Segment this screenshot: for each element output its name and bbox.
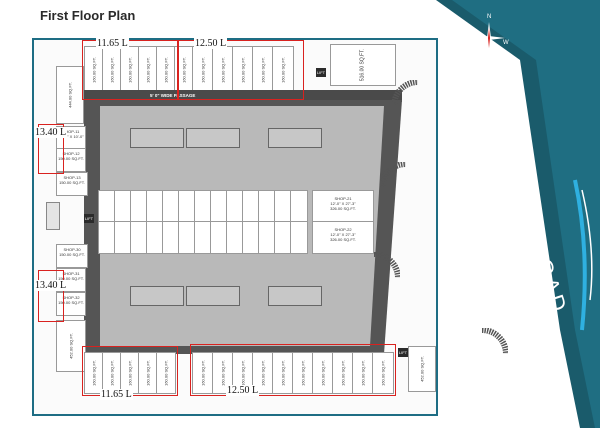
highlight-bottom-right: [190, 344, 396, 396]
spiral-stair-icon: [481, 328, 508, 355]
highlight-top-left: [82, 40, 178, 100]
dimension-left-upper: 13.40 L: [34, 127, 68, 138]
shop-13: SHOP-13 150.00 SQ.FT.: [56, 172, 88, 196]
compass-n-label: N: [487, 14, 492, 20]
dimension-bottom-right: 12.50 L: [226, 385, 260, 396]
compass-rose-icon: [473, 22, 505, 54]
spiral-stair-icon: [392, 80, 419, 107]
highlight-left-upper: [38, 124, 64, 174]
compass: N E W S: [470, 14, 509, 66]
shop-cell: [290, 190, 308, 223]
shop-33: 452.00 SQ.FT.: [56, 320, 86, 372]
shop-cell: [290, 221, 308, 254]
shop-43: 452.00 SQ.FT.: [408, 346, 436, 392]
page-title: First Floor Plan: [40, 8, 136, 23]
dimension-bottom-left: 11.65 L: [100, 389, 133, 400]
compass-w-label: W: [503, 40, 509, 46]
bottom-shop-row: 160.00 SQ.FT. 160.00 SQ.FT. 160.00 SQ.FT…: [84, 352, 394, 394]
lift-left: LIFT: [84, 214, 94, 223]
lift-top: LIFT: [316, 68, 326, 77]
compass-s-label: S: [487, 60, 492, 66]
compass-e-label: E: [470, 40, 475, 46]
atrium-void-1: [130, 128, 184, 148]
atrium-void-6: [268, 286, 322, 306]
shop-21: SHOP-21 12'-0" X 27'-3" 326.00 SQ.FT.: [312, 190, 374, 223]
lift-bottom: LIFT: [398, 348, 408, 357]
spiral-stair-icon: [373, 252, 400, 279]
spiral-stair-icon: [380, 162, 407, 189]
dimension-left-lower: 13.40 L: [34, 280, 68, 291]
dimension-top-left: 11.65 L: [96, 38, 129, 49]
staircase: [46, 202, 60, 230]
shop-10: 444.00 SQ.FT.: [56, 66, 84, 124]
atrium-void-3: [268, 128, 322, 148]
highlight-left-lower: [38, 270, 64, 322]
shop-12: SHOP-12 150.00 SQ.FT.: [56, 148, 86, 172]
shop-32: SHOP-32 150.00 SQ.FT.: [56, 292, 86, 316]
shop-cell: 160.00 SQ.FT.: [156, 352, 176, 394]
highlight-top-right: [178, 40, 304, 100]
shop-1: 516.00 SQ.FT.: [330, 44, 396, 86]
passage-label: 5' 0" WIDE PASSAGE: [150, 93, 196, 98]
atrium-void-2: [186, 128, 240, 148]
atrium-void-4: [130, 286, 184, 306]
dimension-top-right: 12.50 L: [194, 38, 228, 49]
shop-30: SHOP-30 150.00 SQ.FT.: [56, 244, 88, 268]
shop-31: SHOP-31 150.00 SQ.FT.: [56, 268, 86, 292]
shop-cell: 160.00 SQ.FT.: [372, 352, 394, 394]
shop-22: SHOP-22 12'-0" X 27'-3" 326.00 SQ.FT.: [312, 221, 374, 254]
center-shop-block: [98, 190, 312, 254]
atrium-void-5: [186, 286, 240, 306]
